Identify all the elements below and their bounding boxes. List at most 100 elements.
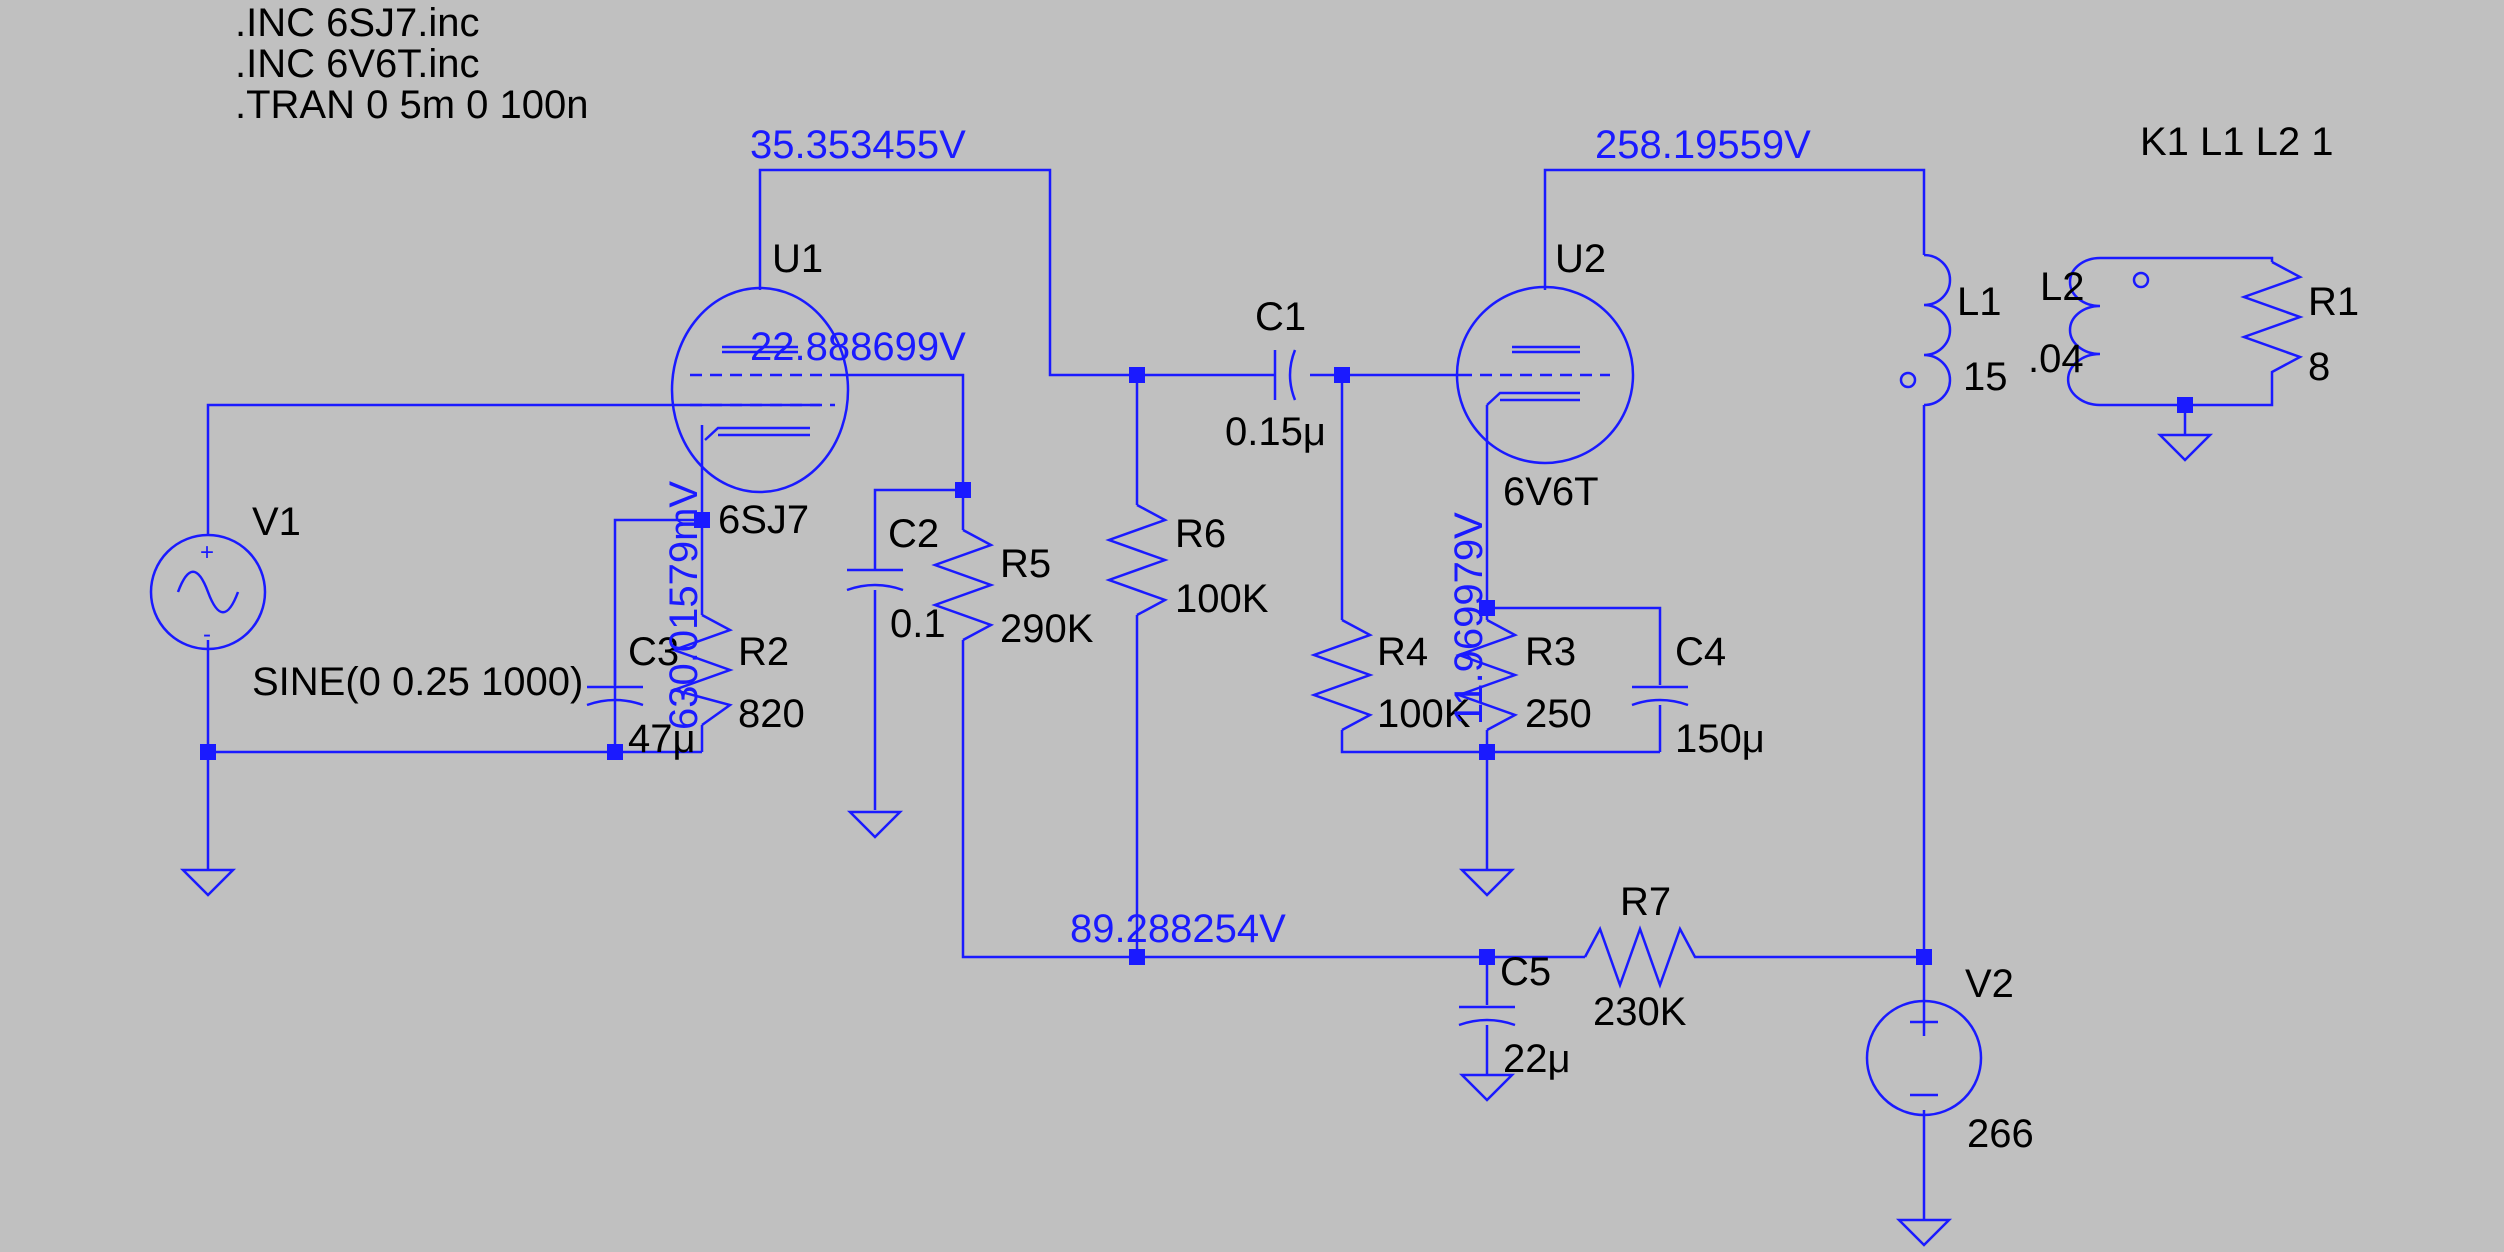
directive-tran[interactable]: .TRAN 0 5m 0 100n [235, 83, 589, 127]
resistor-r6[interactable]: R6 100K [1105, 503, 1269, 621]
r6-value: 100K [1175, 577, 1269, 621]
c2-value: 0.1 [890, 602, 946, 646]
grounds [179, 433, 2214, 1247]
svg-text:+: + [200, 539, 214, 566]
inductor-icon [1899, 253, 1952, 407]
source-v2[interactable]: V2 266 [1865, 962, 2034, 1156]
ground-icon [2156, 433, 2214, 462]
capacitor-icon [586, 660, 644, 707]
capacitor-c4[interactable]: C4 150μ [1631, 630, 1765, 761]
c3-ref: C3 [628, 630, 679, 674]
resistor-r2[interactable]: R2 820 [669, 613, 805, 736]
c3-value: 47μ [628, 717, 696, 761]
wire-l2-top [2100, 256, 2274, 262]
r4-value: 100K [1377, 692, 1471, 736]
voltage-u2-cathode: 11.969979V [1447, 512, 1491, 725]
junction-dots [200, 367, 2193, 965]
resistor-r1[interactable]: R1 8 [2240, 260, 2359, 395]
tube-u1[interactable]: U1 6SJ7 [670, 237, 850, 542]
resistor-r5[interactable]: R5 290K [931, 528, 1094, 651]
tube-u2[interactable]: U2 6V6T [1455, 237, 1635, 514]
c5-value: 22μ [1503, 1037, 1571, 1081]
capacitor-c1[interactable]: C1 0.15μ [1225, 295, 1326, 454]
junction-dot-icon [1129, 949, 1145, 965]
junction-dot-icon [1916, 949, 1932, 965]
r3-ref: R3 [1525, 630, 1576, 674]
c4-value: 150μ [1675, 717, 1765, 761]
voltage-u1-cathode: 630.01579mV [662, 481, 706, 730]
r1-ref: R1 [2308, 280, 2359, 324]
node-voltages: 35.353455V 22.888699V 258.19559V 89.2882… [662, 123, 1811, 951]
inductor-l2[interactable]: L2 .04 [2028, 256, 2150, 407]
resistor-icon [931, 528, 995, 642]
r5-value: 290K [1000, 607, 1094, 651]
pentode-icon [670, 286, 850, 494]
coupling-directive[interactable]: K1 L1 L2 1 [2140, 120, 2334, 164]
wire-u1-cathode-c3 [613, 425, 704, 752]
junction-dot-icon [1129, 367, 1145, 383]
junction-dot-icon [694, 512, 710, 528]
capacitor-icon [846, 568, 904, 592]
voltage-u2-plate: 258.19559V [1595, 123, 1811, 167]
ground-icon [1895, 1218, 1953, 1247]
wire-v1-grid [206, 403, 820, 535]
capacitor-icon [1631, 685, 1689, 707]
directive-inc-6sj7[interactable]: .INC 6SJ7.inc [235, 1, 480, 45]
junction-dot-icon [1334, 367, 1350, 383]
resistor-r4[interactable]: R4 100K [1310, 618, 1471, 736]
u1-ref: U1 [772, 237, 823, 281]
junction-dot-icon [1479, 600, 1495, 616]
capacitor-c2[interactable]: C2 0.1 [846, 512, 946, 646]
r7-ref: R7 [1620, 880, 1671, 924]
directive-inc-6v6t[interactable]: .INC 6V6T.inc [235, 42, 480, 86]
voltage-screen-supply: 89.288254V [1070, 907, 1286, 951]
inductor-l1[interactable]: L1 15 [1899, 253, 2008, 407]
wires [206, 168, 2274, 1220]
capacitor-c5[interactable]: C5 22μ [1458, 950, 1571, 1081]
capacitor-c3[interactable]: C3 47μ [586, 630, 696, 761]
junction-dot-icon [1479, 744, 1495, 760]
r3-value: 250 [1525, 692, 1592, 736]
resistor-icon [1105, 503, 1169, 617]
u2-value: 6V6T [1503, 470, 1599, 514]
r2-ref: R2 [738, 630, 789, 674]
resistor-icon [1583, 925, 1705, 989]
pentode-icon [1455, 285, 1635, 465]
r6-ref: R6 [1175, 512, 1226, 556]
v2-ref: V2 [1965, 962, 2014, 1006]
c1-value: 0.15μ [1225, 410, 1326, 454]
l1-value: 15 [1963, 355, 2008, 399]
wire-u1-plate [758, 168, 1275, 377]
ground-icon [179, 868, 237, 897]
junction-dot-icon [200, 744, 216, 760]
junction-dot-icon [1479, 949, 1495, 965]
source-v1[interactable]: + - V1 SINE(0 0.25 1000) [149, 500, 583, 704]
resistor-r3[interactable]: R3 250 [1455, 618, 1592, 736]
resistor-icon [1310, 618, 1374, 732]
junction-dot-icon [2177, 397, 2193, 413]
ground-icon [1458, 1073, 1516, 1102]
sine-source-icon: + - [149, 533, 267, 651]
voltage-u1-screen: 22.888699V [750, 325, 966, 369]
l2-ref: L2 [2040, 265, 2085, 309]
wire-r4-bottom [1340, 730, 1660, 754]
resistor-icon [2240, 260, 2304, 395]
v2-value: 266 [1967, 1112, 2034, 1156]
wire-l2-bottom [2100, 395, 2274, 407]
v1-ref: V1 [252, 500, 301, 544]
r4-ref: R4 [1377, 630, 1428, 674]
c2-ref: C2 [888, 512, 939, 556]
spice-directives[interactable]: .INC 6SJ7.inc .INC 6V6T.inc .TRAN 0 5m 0… [235, 1, 589, 127]
resistor-icon [669, 613, 734, 727]
resistor-icon [1455, 618, 1519, 732]
wire-u2-plate [1543, 168, 1926, 290]
capacitor-icon [1458, 1005, 1516, 1027]
wire-u1-screen [835, 373, 965, 530]
c5-ref: C5 [1500, 950, 1551, 994]
u2-ref: U2 [1555, 237, 1606, 281]
resistor-r7[interactable]: R7 230K [1583, 880, 1705, 1034]
ground-icon [1458, 868, 1516, 897]
r2-value: 820 [738, 692, 805, 736]
junction-dot-icon [607, 744, 623, 760]
r1-value: 8 [2308, 345, 2330, 389]
